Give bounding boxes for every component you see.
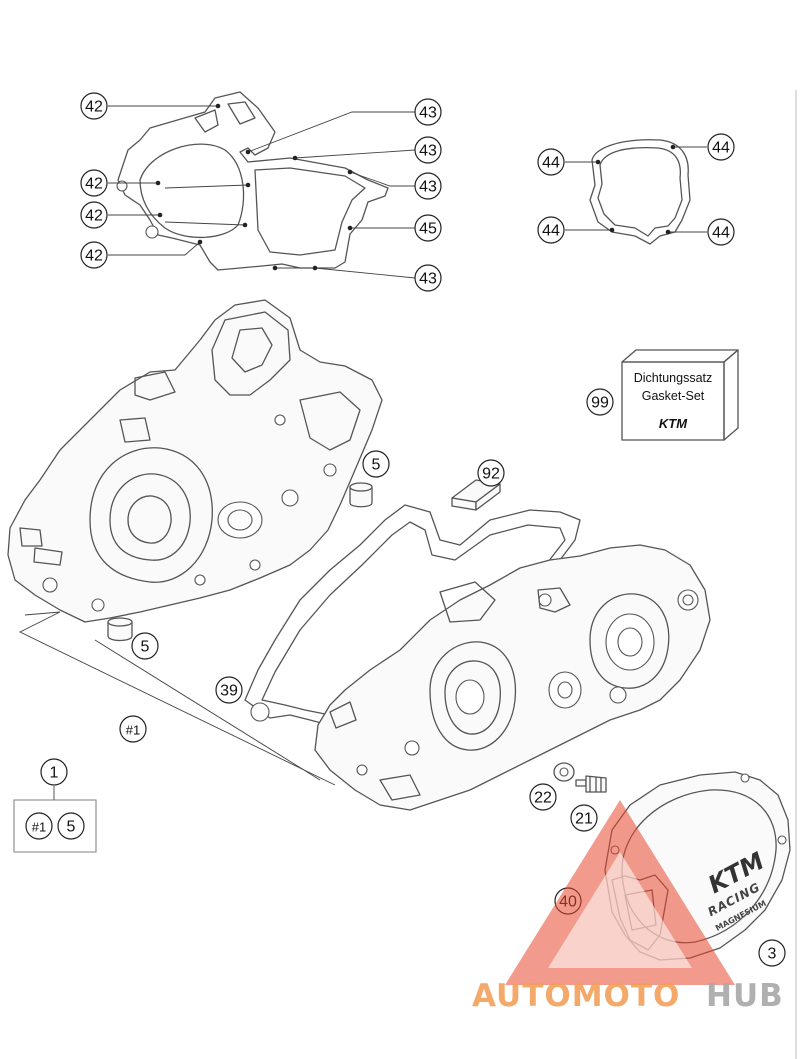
svg-text:43: 43 <box>419 271 437 288</box>
callout-43-bottom: 43 <box>414 264 442 292</box>
callout-43-top: 43 <box>414 98 442 126</box>
svg-text:3: 3 <box>768 946 777 963</box>
svg-text:#1: #1 <box>126 723 140 738</box>
svg-text:45: 45 <box>419 221 437 238</box>
svg-text:43: 43 <box>419 143 437 160</box>
svg-text:39: 39 <box>220 683 238 700</box>
callout-92: 92 <box>477 459 505 487</box>
bearing-lower <box>107 617 133 642</box>
svg-text:99: 99 <box>591 395 609 412</box>
callout-1: 1 <box>40 758 68 786</box>
callout-3: 3 <box>758 939 786 967</box>
bearing-upper <box>349 482 373 508</box>
svg-text:44: 44 <box>712 225 730 242</box>
svg-text:43: 43 <box>419 105 437 122</box>
svg-text:22: 22 <box>534 790 552 807</box>
callout-set-1: #1 <box>119 715 147 743</box>
leader-lines-44 <box>565 144 707 235</box>
callout-5-upper: 5 <box>362 450 390 478</box>
svg-text:42: 42 <box>85 99 103 116</box>
gasket-set-label-de: Dichtungssatz <box>634 371 713 385</box>
leader-lines-42-43-45 <box>108 103 416 279</box>
callout-44-bottom-left: 44 <box>537 216 565 244</box>
watermark-text-automoto: AUTOMOTO <box>472 978 680 1014</box>
ktm-logo: KTM <box>659 416 688 431</box>
svg-text:1: 1 <box>50 765 59 782</box>
svg-text:42: 42 <box>85 248 103 265</box>
drain-screw-21 <box>575 775 607 793</box>
watermark-text-hub: HUB <box>706 978 784 1014</box>
callout-5-lower: 5 <box>131 632 159 660</box>
callout-42-mid: 42 <box>80 169 108 197</box>
ignition-cover-gasket <box>589 139 691 245</box>
washer-22 <box>553 762 575 782</box>
callout-45: 45 <box>414 214 442 242</box>
svg-text:44: 44 <box>712 140 730 157</box>
svg-text:#1: #1 <box>32 820 46 835</box>
gasket-set-box: Dichtungssatz Gasket-Set KTM <box>621 349 739 441</box>
svg-text:43: 43 <box>419 179 437 196</box>
callout-43-low: 43 <box>414 172 442 200</box>
right-crankcase-half <box>314 544 711 811</box>
watermark: AUTOMOTO HUB <box>472 800 784 1014</box>
svg-text:5: 5 <box>141 639 150 656</box>
assembly-leader-lines <box>18 611 336 786</box>
svg-text:44: 44 <box>542 223 560 240</box>
callout-99: 99 <box>586 388 614 416</box>
callout-42-low: 42 <box>80 201 108 229</box>
callout-box-set-1: #1 <box>25 812 53 840</box>
svg-text:5: 5 <box>67 819 76 836</box>
callout-39: 39 <box>215 676 243 704</box>
callout-44-top-left: 44 <box>537 148 565 176</box>
svg-text:92: 92 <box>482 466 500 483</box>
set-box <box>13 786 97 853</box>
callout-42-top: 42 <box>80 92 108 120</box>
callout-44-bottom-right: 44 <box>707 218 735 246</box>
callout-22: 22 <box>529 783 557 811</box>
svg-text:42: 42 <box>85 208 103 225</box>
svg-text:44: 44 <box>542 155 560 172</box>
svg-text:21: 21 <box>575 811 593 828</box>
callout-43-mid: 43 <box>414 136 442 164</box>
svg-text:5: 5 <box>372 457 381 474</box>
svg-text:42: 42 <box>85 176 103 193</box>
callout-42-bottom: 42 <box>80 241 108 269</box>
gasket-set-label-en: Gasket-Set <box>642 389 705 403</box>
callout-21: 21 <box>570 804 598 832</box>
crankcase-gasket-top <box>116 91 389 271</box>
left-crankcase-half <box>7 299 383 623</box>
callout-44-top-right: 44 <box>707 133 735 161</box>
callout-box-5: 5 <box>57 812 85 840</box>
